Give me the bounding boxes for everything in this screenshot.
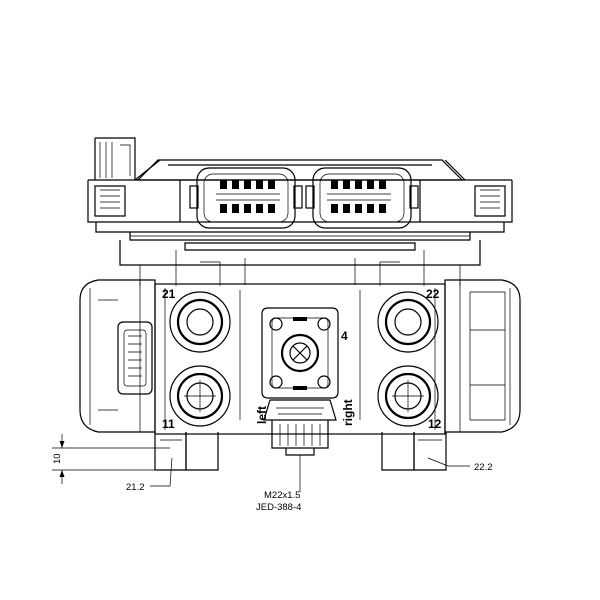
connector-plug-left [189, 167, 303, 229]
port-label-22: 22 [426, 287, 440, 301]
outlet-boss [263, 399, 337, 456]
port-11-circle [169, 365, 231, 427]
thread-label: M22x1.5 [264, 490, 300, 501]
connector-plug-right [305, 167, 419, 229]
connector-housing [87, 137, 513, 251]
port-22-circle [377, 291, 439, 353]
side-label-right: right [341, 399, 355, 426]
port-4-center [261, 307, 339, 399]
solenoid-right [444, 279, 521, 433]
side-label-left: left [255, 406, 269, 424]
leader-label-22-2: 22.2 [474, 462, 493, 473]
dimension-lines [52, 434, 470, 492]
port-21-circle [169, 291, 231, 353]
dimension-height-label: 10 [52, 453, 63, 464]
mounting-legs [154, 432, 447, 471]
leader-label-21-2: 21.2 [126, 482, 145, 493]
port-12-circle [377, 365, 439, 427]
standard-label: JED-388-4 [256, 502, 301, 513]
port-label-21: 21 [162, 287, 176, 301]
port-label-4: 4 [341, 329, 348, 343]
solenoid-left [79, 279, 156, 433]
port-label-12: 12 [428, 417, 442, 431]
port-label-11: 11 [162, 417, 175, 431]
